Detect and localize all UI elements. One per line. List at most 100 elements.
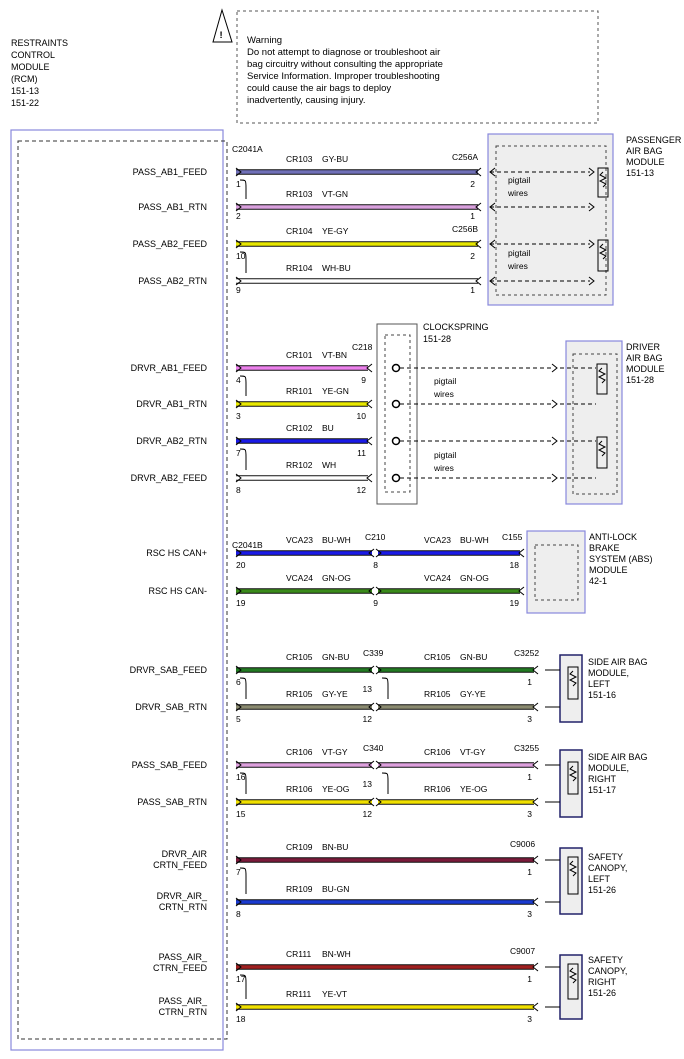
driver-airbag-inner <box>572 353 618 495</box>
module-label: MODULE <box>626 157 665 167</box>
connector-arrow <box>375 702 382 712</box>
circuit-number: RR103 <box>286 189 313 199</box>
connector-arrow <box>588 202 595 212</box>
airbag-squib <box>597 167 609 198</box>
circuit-number: RR111 <box>286 989 311 999</box>
pin-number: 5 <box>236 714 241 724</box>
pigtail-label: wires <box>433 389 454 399</box>
rcm-pin-label: DRVR_AB2_FEED <box>131 473 208 483</box>
pin-number: 10 <box>357 411 367 421</box>
pigtail-label: pigtail <box>508 248 530 258</box>
connector-id: C9006 <box>510 839 535 849</box>
connector-arrow <box>375 665 382 675</box>
pin-number: 9 <box>361 375 366 385</box>
module-label: 151-26 <box>588 885 616 895</box>
module-label: 151-13 <box>626 168 654 178</box>
module-label: ANTI-LOCK <box>589 532 637 542</box>
module-label: LEFT <box>588 874 611 884</box>
circuit-number: RR105 <box>286 689 313 699</box>
wire-color: GN-BU <box>322 652 349 662</box>
connector-arrow <box>532 855 539 865</box>
airbag-squib <box>567 666 579 700</box>
connector-id: C2041A <box>232 144 263 154</box>
rcm-module-box <box>10 129 224 1051</box>
pin-number: 7 <box>236 448 241 458</box>
airbag-squib <box>596 363 608 395</box>
airbag-squib <box>596 436 608 469</box>
module-label: MODULE, <box>588 668 629 678</box>
twisted-pair-mark <box>239 375 247 396</box>
pin-number: 9 <box>236 285 241 295</box>
module-label: RIGHT <box>588 977 617 987</box>
connector-arrow <box>551 436 558 446</box>
pin-number: 1 <box>470 211 475 221</box>
connector-arrow <box>366 399 373 409</box>
rcm-pin-label: CRTN_FEED <box>153 860 207 870</box>
circuit-number: CR109 <box>286 842 313 852</box>
pin-number: 20 <box>236 560 246 570</box>
module-label: PASSENGER <box>626 135 682 145</box>
airbag-squib <box>597 239 609 272</box>
connector-arrow <box>235 797 242 807</box>
connector-arrow <box>475 276 482 286</box>
connector-arrow <box>532 760 539 770</box>
pin-number: 12 <box>363 714 373 724</box>
wire-color: VT-GY <box>322 747 348 757</box>
connector-arrow <box>551 399 558 409</box>
pin-number: 10 <box>236 251 246 261</box>
connector-id: C3255 <box>514 743 539 753</box>
connector-arrow <box>235 239 242 249</box>
module-label: SIDE AIR BAG <box>588 752 648 762</box>
connector-arrow <box>235 436 242 446</box>
connector-arrow <box>235 167 242 177</box>
rcm-pin-label: PASS_AB1_FEED <box>133 167 208 177</box>
abs-module-box <box>526 530 586 614</box>
driver-airbag-module-box <box>565 340 623 505</box>
abs-module-inner <box>534 544 579 601</box>
connector-arrow <box>366 473 373 483</box>
connector-arrow <box>235 548 242 558</box>
module-label: MODULE <box>626 364 665 374</box>
module-label: MODULE, <box>588 763 629 773</box>
module-label: 151-16 <box>588 690 616 700</box>
module-label: SIDE AIR BAG <box>588 657 648 667</box>
connector-arrow <box>532 962 539 972</box>
wire-color: BN-WH <box>322 949 351 959</box>
connector-id: C210 <box>365 532 386 542</box>
rcm-label: 151-22 <box>11 98 39 108</box>
side-airbag-module-box <box>559 749 583 818</box>
wire-color: GY-BU <box>322 154 348 164</box>
side-airbag-module-box <box>559 654 583 723</box>
circuit-number: CR105 <box>424 652 451 662</box>
module-label: 151-26 <box>588 988 616 998</box>
pin-number: 17 <box>236 974 246 984</box>
pin-number: 1 <box>527 772 532 782</box>
connector-arrow <box>235 276 242 286</box>
connector-arrow <box>518 548 525 558</box>
wire-color: YE-VT <box>322 989 347 999</box>
connector-id: C256B <box>452 224 478 234</box>
twisted-pair-mark <box>381 677 389 699</box>
clockspring-terminal <box>391 399 401 409</box>
circuit-number: CR104 <box>286 226 313 236</box>
rcm-pin-label: PASS_AIR_ <box>159 952 208 962</box>
connector-arrow <box>235 399 242 409</box>
connector-arrow <box>235 760 242 770</box>
connector-arrow <box>235 855 242 865</box>
circuit-number: CR111 <box>286 949 311 959</box>
passenger-airbag-inner <box>495 145 607 296</box>
circuit-number: CR102 <box>286 423 313 433</box>
rcm-pin-label: PASS_AB1_RTN <box>138 202 207 212</box>
connector-arrow <box>366 436 373 446</box>
pin-number: 3 <box>527 714 532 724</box>
rcm-pin-label: DRVR_AIR <box>162 849 208 859</box>
twisted-pair-mark <box>239 677 247 699</box>
wire-color: GY-YE <box>460 689 486 699</box>
connector-arrow <box>588 239 595 249</box>
passenger-airbag-module-box <box>487 133 614 306</box>
wire-color: BU-WH <box>322 535 351 545</box>
rcm-pin-label: DRVR_AB1_FEED <box>131 363 208 373</box>
module-label: 42-1 <box>589 576 607 586</box>
connector-arrow <box>235 363 242 373</box>
warning-line: could cause the air bags to deploy <box>247 83 391 94</box>
